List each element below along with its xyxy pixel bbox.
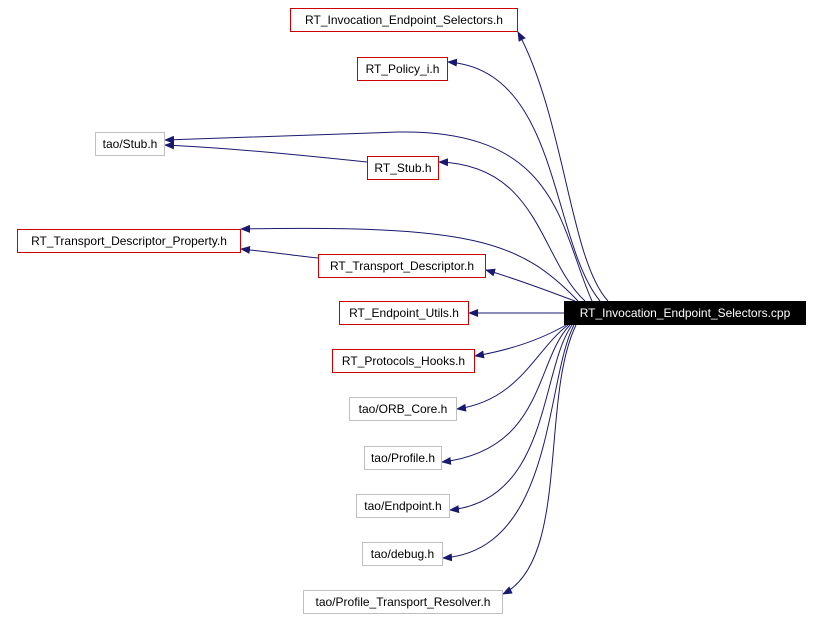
edge-to-rt-protocols-hooks-h	[474, 324, 567, 359]
node-tao-profile-transport-resolver-h[interactable]: tao/Profile_Transport_Resolver.h	[303, 590, 503, 614]
node-rt-transport-descriptor-property-h[interactable]: RT_Transport_Descriptor_Property.h	[17, 229, 241, 253]
edge-rt-transport-descriptor-to-property-h	[240, 245, 319, 259]
node-tao-stub-h[interactable]: tao/Stub.h	[95, 132, 165, 156]
node-rt-policy-i-h[interactable]: RT_Policy_i.h	[357, 57, 448, 81]
edge-to-tao-orb-core-h	[456, 324, 569, 412]
edge-to-tao-stub-h	[164, 131, 593, 302]
node-rt-transport-descriptor-h[interactable]: RT_Transport_Descriptor.h	[318, 254, 486, 278]
node-rt-protocols-hooks-h[interactable]: RT_Protocols_Hooks.h	[332, 349, 475, 373]
edge-to-rt-transport-descriptor-h	[485, 268, 576, 302]
edge-to-rt-stub-h	[438, 158, 586, 302]
edge-to-rt-transport-descriptor-property-h	[240, 224, 579, 302]
node-rt-invocation-endpoint-selectors-h[interactable]: RT_Invocation_Endpoint_Selectors.h	[290, 8, 518, 32]
edge-to-tao-profile-transport-resolver-h	[502, 324, 577, 595]
edge-to-rt-invocation-endpoint-selectors-h	[517, 31, 609, 302]
edge-rt-stub-to-tao-stub-h	[164, 141, 368, 163]
node-tao-orb-core-h[interactable]: tao/ORB_Core.h	[349, 397, 457, 421]
node-tao-profile-h[interactable]: tao/Profile.h	[364, 446, 442, 470]
edge-to-tao-endpoint-h	[449, 324, 573, 514]
node-rt-stub-h[interactable]: RT_Stub.h	[367, 156, 439, 180]
edge-to-tao-debug-h	[442, 324, 575, 562]
node-tao-endpoint-h[interactable]: tao/Endpoint.h	[356, 494, 450, 518]
node-rt-endpoint-utils-h[interactable]: RT_Endpoint_Utils.h	[339, 301, 469, 325]
node-tao-debug-h[interactable]: tao/debug.h	[362, 542, 443, 566]
node-rt-invocation-endpoint-selectors-cpp: RT_Invocation_Endpoint_Selectors.cpp	[564, 301, 806, 325]
edge-to-rt-policy-i-h	[447, 58, 601, 302]
edge-to-tao-profile-h	[441, 324, 571, 465]
